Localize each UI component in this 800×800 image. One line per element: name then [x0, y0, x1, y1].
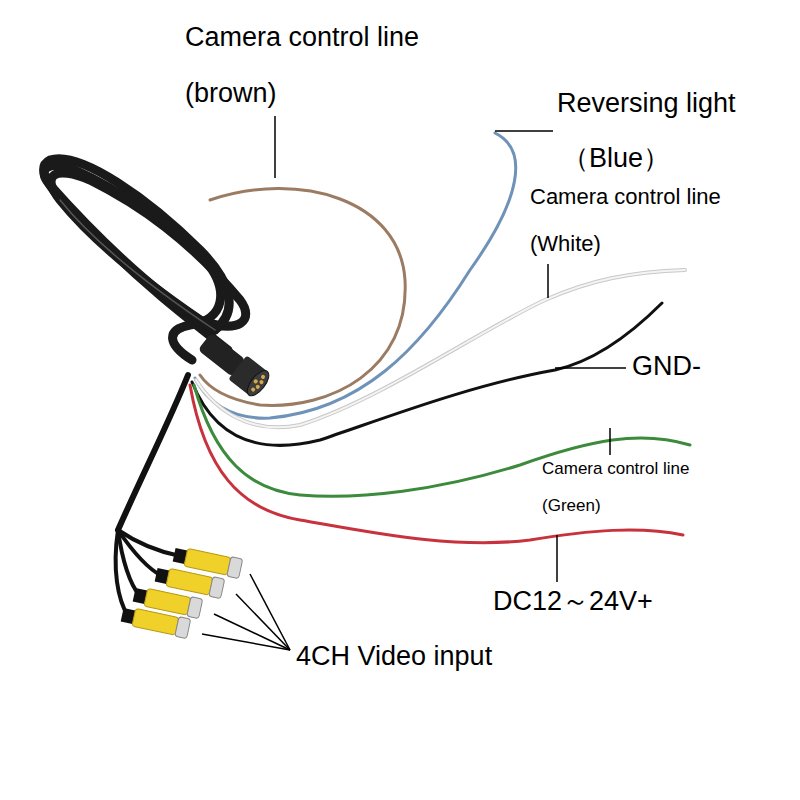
- video-cable: [116, 530, 128, 616]
- leader-line: [495, 130, 553, 132]
- connector-pin: [259, 379, 265, 385]
- plug-body: [132, 608, 179, 635]
- blue-wire: [195, 133, 516, 418]
- plug-body: [184, 548, 231, 575]
- rca-plug: [120, 605, 191, 639]
- plug-shell: [187, 597, 203, 619]
- plug-body: [166, 568, 213, 595]
- connector-pin: [260, 374, 266, 380]
- connector-pin: [255, 384, 261, 390]
- video-cable: [118, 530, 140, 596]
- leader-line: [547, 264, 549, 298]
- callout-label: Camera control line: [185, 22, 419, 53]
- leader-line: [555, 367, 626, 369]
- leader-line: [202, 634, 290, 650]
- coiled-cable: [44, 166, 221, 360]
- gnd-wire: [192, 303, 662, 445]
- callout-label: Reversing light: [557, 88, 736, 119]
- leader-line: [556, 535, 558, 582]
- callout-label: Camera control line: [542, 459, 689, 479]
- green-wire: [194, 385, 690, 496]
- leader-line: [214, 614, 290, 650]
- callout-label: (brown): [185, 78, 277, 109]
- plug-shell: [209, 577, 225, 599]
- callout-label: GND-: [632, 351, 701, 382]
- white-wire-edge: [196, 270, 685, 427]
- callout-label: DC12～24V+: [493, 586, 653, 617]
- callout-label: (Green): [542, 496, 601, 516]
- leader-line: [609, 428, 611, 455]
- white-wire: [196, 270, 685, 427]
- din-connector: [195, 330, 273, 400]
- callout-label: Camera control line: [530, 184, 721, 209]
- video-cable: [118, 375, 188, 530]
- cable-highlight: [60, 200, 215, 330]
- plug-shell: [175, 617, 191, 639]
- connector-face: [243, 367, 273, 399]
- callout-label: （Blue）: [562, 143, 670, 174]
- leader-line: [250, 574, 290, 650]
- connector-pin: [250, 387, 256, 393]
- plug-shell: [227, 557, 243, 579]
- leader-line: [274, 116, 276, 178]
- callout-label: (White): [530, 231, 601, 256]
- connector-pin: [253, 379, 259, 385]
- callout-label: 4CH Video input: [296, 641, 492, 672]
